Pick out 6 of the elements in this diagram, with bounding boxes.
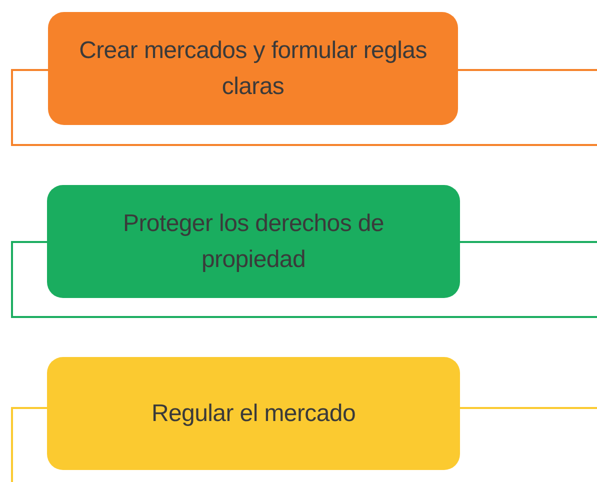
rounded-box xyxy=(48,12,458,125)
box-text: Regular el mercado xyxy=(151,398,356,428)
box-text: Proteger los derechos de propiedad xyxy=(122,208,385,274)
box-text: Crear mercados y formular reglas claras xyxy=(78,36,428,102)
rounded-box xyxy=(47,357,460,470)
rounded-box xyxy=(47,185,460,298)
